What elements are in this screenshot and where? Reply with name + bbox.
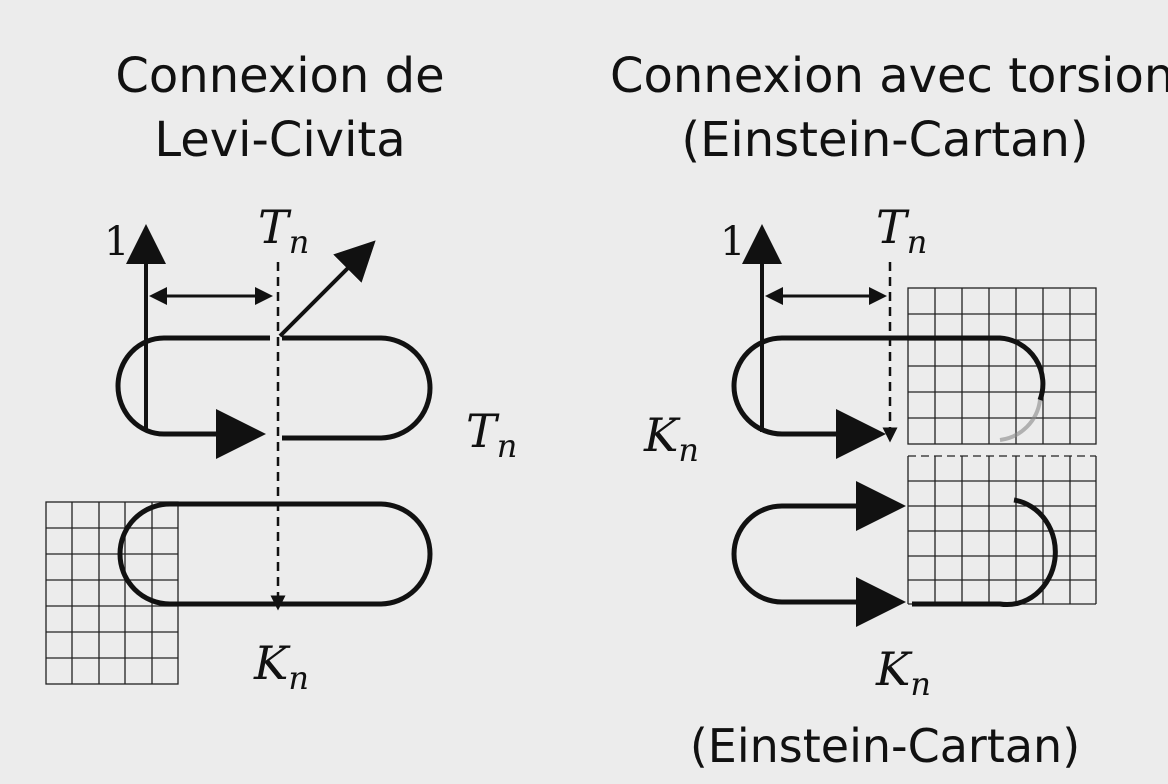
right-title-line2: (Einstein-Cartan): [681, 112, 1089, 168]
right-bottom-label-sub: n: [910, 665, 931, 703]
left-axis-label: 1: [104, 219, 130, 265]
left-right-label-sub: n: [496, 427, 518, 465]
right-bottom-label-base: K: [876, 642, 911, 696]
right-panel-title: Connexion avec torsion (Einstein-Cartan): [610, 44, 1168, 172]
left-diagonal-arrow: [278, 240, 376, 338]
left-title-line2: Levi-Civita: [154, 112, 406, 168]
right-bottom-label: Kn: [876, 646, 931, 700]
right-left-label-base: K: [644, 408, 679, 462]
left-title-line1: Connexion de: [115, 48, 445, 104]
right-top-label: Tn: [876, 204, 927, 258]
right-top-loop: [731, 335, 1046, 437]
right-top-label-base: T: [876, 200, 907, 254]
left-grid: [45, 501, 179, 685]
left-top-label-base: T: [258, 200, 289, 254]
left-bottom-label-sub: n: [288, 659, 309, 697]
left-right-label: Tn: [466, 408, 517, 462]
right-left-label-sub: n: [678, 431, 699, 469]
right-bottom-caption: (Einstein-Cartan): [689, 719, 1081, 773]
left-top-loop: [282, 335, 433, 441]
left-right-label-base: T: [466, 404, 497, 458]
right-left-label: Kn: [644, 412, 699, 466]
left-top-label: Tn: [258, 204, 309, 258]
left-top-label-sub: n: [288, 223, 310, 261]
right-upper-grid: [907, 287, 1097, 445]
left-bottom-label-base: K: [254, 636, 289, 690]
right-lower-grid: [907, 455, 1097, 605]
right-title-line1: Connexion avec torsion: [610, 48, 1168, 104]
right-top-loop-fade: [999, 399, 1042, 442]
right-top-label-sub: n: [906, 223, 928, 261]
left-panel-title: Connexion de Levi-Civita: [80, 44, 480, 172]
right-bottom-loop: [731, 503, 874, 605]
right-bottom-loop-end: [912, 497, 1058, 608]
left-top-loop-return: [115, 335, 270, 459]
left-bottom-label: Kn: [254, 640, 309, 694]
left-bottom-loop: [117, 501, 433, 607]
right-axis-label: 1: [720, 219, 746, 265]
